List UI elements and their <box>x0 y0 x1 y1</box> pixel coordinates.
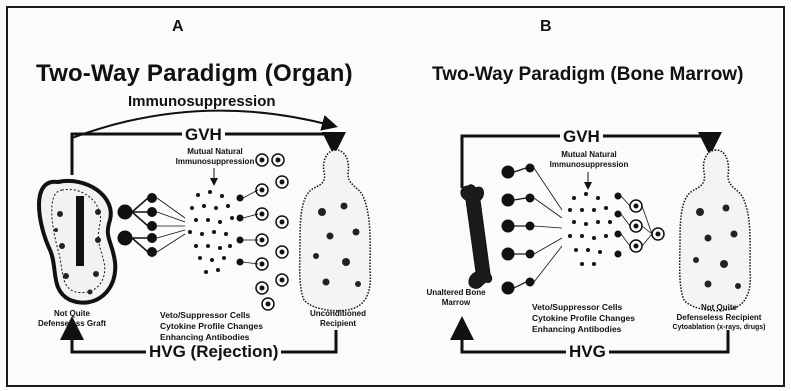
effect-item: Veto/Suppressor Cells <box>160 310 263 321</box>
recipient-body-image-b <box>680 150 751 311</box>
mutual-immunosuppression-label-b: Mutual Natural Immunosuppression <box>534 150 644 170</box>
kidney-graft-image <box>39 181 115 303</box>
recipient-cells-a <box>237 154 288 310</box>
donor-cells-a <box>118 194 185 257</box>
cytokine-dots-b <box>568 192 612 266</box>
graft-label: Not Quite Defenseless Graft <box>22 309 122 329</box>
recipient-body-image-a <box>300 150 371 311</box>
donor-cells-b <box>502 164 562 294</box>
effects-list-a: Veto/Suppressor Cells Cytokine Profile C… <box>160 310 263 343</box>
hvg-label-b: HVG <box>566 342 609 362</box>
cytokine-dots-a <box>188 190 234 274</box>
gvh-label-b: GVH <box>560 127 603 147</box>
defenseless-recipient-label: Not Quite Defenseless Recipient Cytoabla… <box>656 303 782 333</box>
effect-item: Cytokine Profile Changes <box>160 321 263 332</box>
immunosuppression-label: Immunosuppression <box>128 93 276 110</box>
unconditioned-recipient-label: Unconditioned Recipient <box>290 309 386 329</box>
panel-b-letter: B <box>540 18 552 36</box>
recipient-cells-b <box>615 193 664 257</box>
effect-item: Veto/Suppressor Cells <box>532 302 635 313</box>
hvg-rejection-label: HVG (Rejection) <box>146 342 281 362</box>
mutual-immunosuppression-label-a: Mutual Natural Immunosuppression <box>160 147 270 167</box>
bone-marrow-image <box>461 185 492 289</box>
effects-list-b: Veto/Suppressor Cells Cytokine Profile C… <box>532 302 635 335</box>
effect-item: Cytokine Profile Changes <box>532 313 635 324</box>
panel-a-letter: A <box>172 18 184 36</box>
panel-b-title: Two-Way Paradigm (Bone Marrow) <box>432 64 743 86</box>
gvh-label-a: GVH <box>182 125 225 145</box>
panel-a-title: Two-Way Paradigm (Organ) <box>36 60 353 88</box>
effect-item: Enhancing Antibodies <box>532 324 635 335</box>
bone-marrow-label: Unaltered Bone Marrow <box>416 288 496 308</box>
